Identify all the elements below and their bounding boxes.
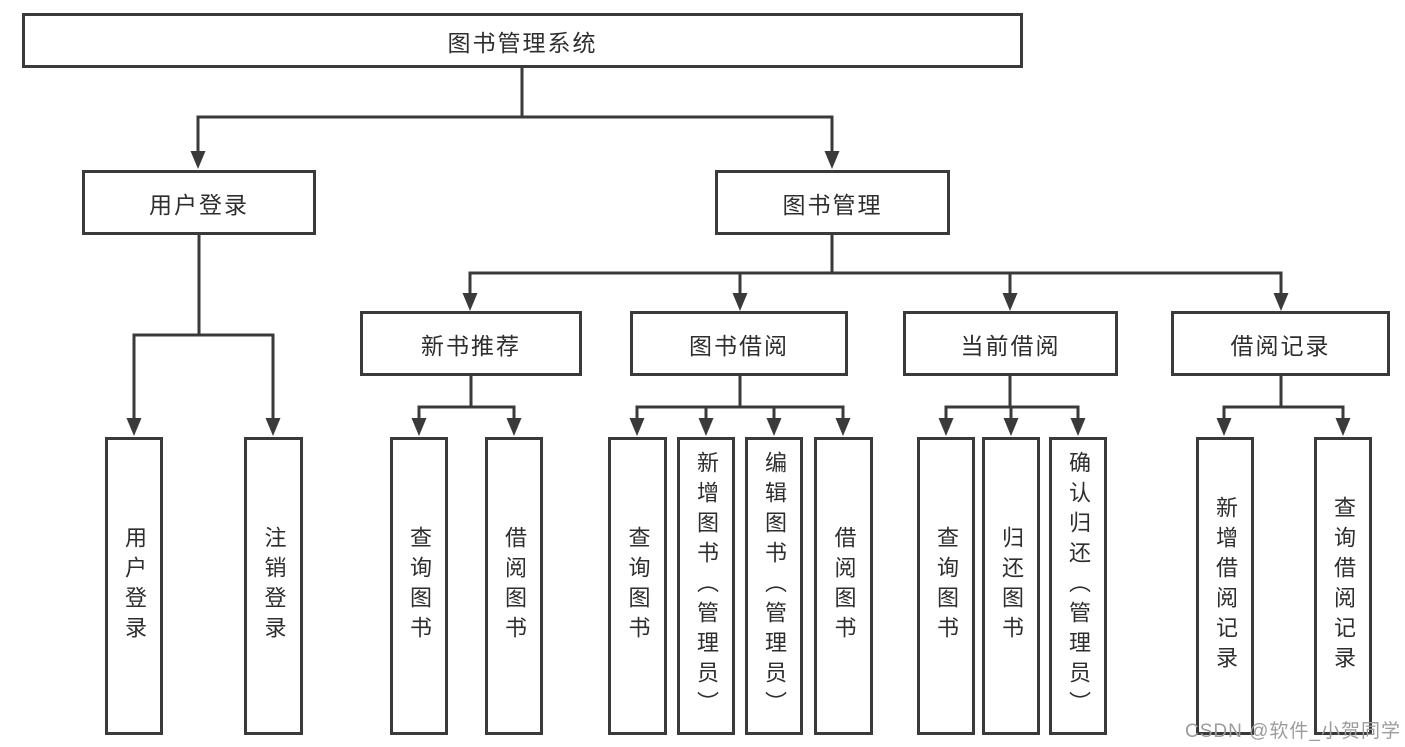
leaf-records-query-record: 查询借阅记录 <box>1314 437 1372 735</box>
leaf-borrow-add-books-admin: 新增图书（管理员） <box>677 437 735 735</box>
node-root: 图书管理系统 <box>22 13 1023 68</box>
node-book-borrow-label: 图书借阅 <box>689 332 789 359</box>
csdn-watermark: CSDN @软件_小贺同学 <box>1185 721 1401 742</box>
leaf-borrow-edit-books-admin: 编辑图书（管理员） <box>745 437 803 735</box>
leaf-current-return-books: 归还图书 <box>982 437 1040 735</box>
node-new-book-recommend: 新书推荐 <box>360 311 582 376</box>
node-root-label: 图书管理系统 <box>447 29 598 56</box>
leaf-current-confirm-return-admin: 确认归还（管理员） <box>1049 437 1107 735</box>
node-current-borrow-label: 当前借阅 <box>960 332 1061 359</box>
leaf-borrow-borrow-books: 借阅图书 <box>814 437 873 735</box>
leaf-records-add-record: 新增借阅记录 <box>1196 437 1254 735</box>
arrowheads <box>126 151 1351 436</box>
node-book-borrow: 图书借阅 <box>630 311 848 376</box>
node-book-management: 图书管理 <box>715 170 950 235</box>
leaf-borrow-query-books: 查询图书 <box>608 437 667 735</box>
leaf-recommend-query-books: 查询图书 <box>390 437 448 735</box>
node-user-login-label: 用户登录 <box>149 191 249 218</box>
leaf-recommend-borrow-books: 借阅图书 <box>485 437 543 735</box>
node-book-management-label: 图书管理 <box>782 191 883 218</box>
leaf-current-query-books: 查询图书 <box>917 437 975 735</box>
node-user-login: 用户登录 <box>82 170 316 235</box>
node-borrow-records: 借阅记录 <box>1171 311 1390 376</box>
leaf-logout: 注销登录 <box>244 437 303 735</box>
node-current-borrow: 当前借阅 <box>903 311 1118 376</box>
node-borrow-records-label: 借阅记录 <box>1230 332 1331 359</box>
leaf-user-login: 用户登录 <box>105 437 163 735</box>
node-new-book-recommend-label: 新书推荐 <box>421 332 521 359</box>
